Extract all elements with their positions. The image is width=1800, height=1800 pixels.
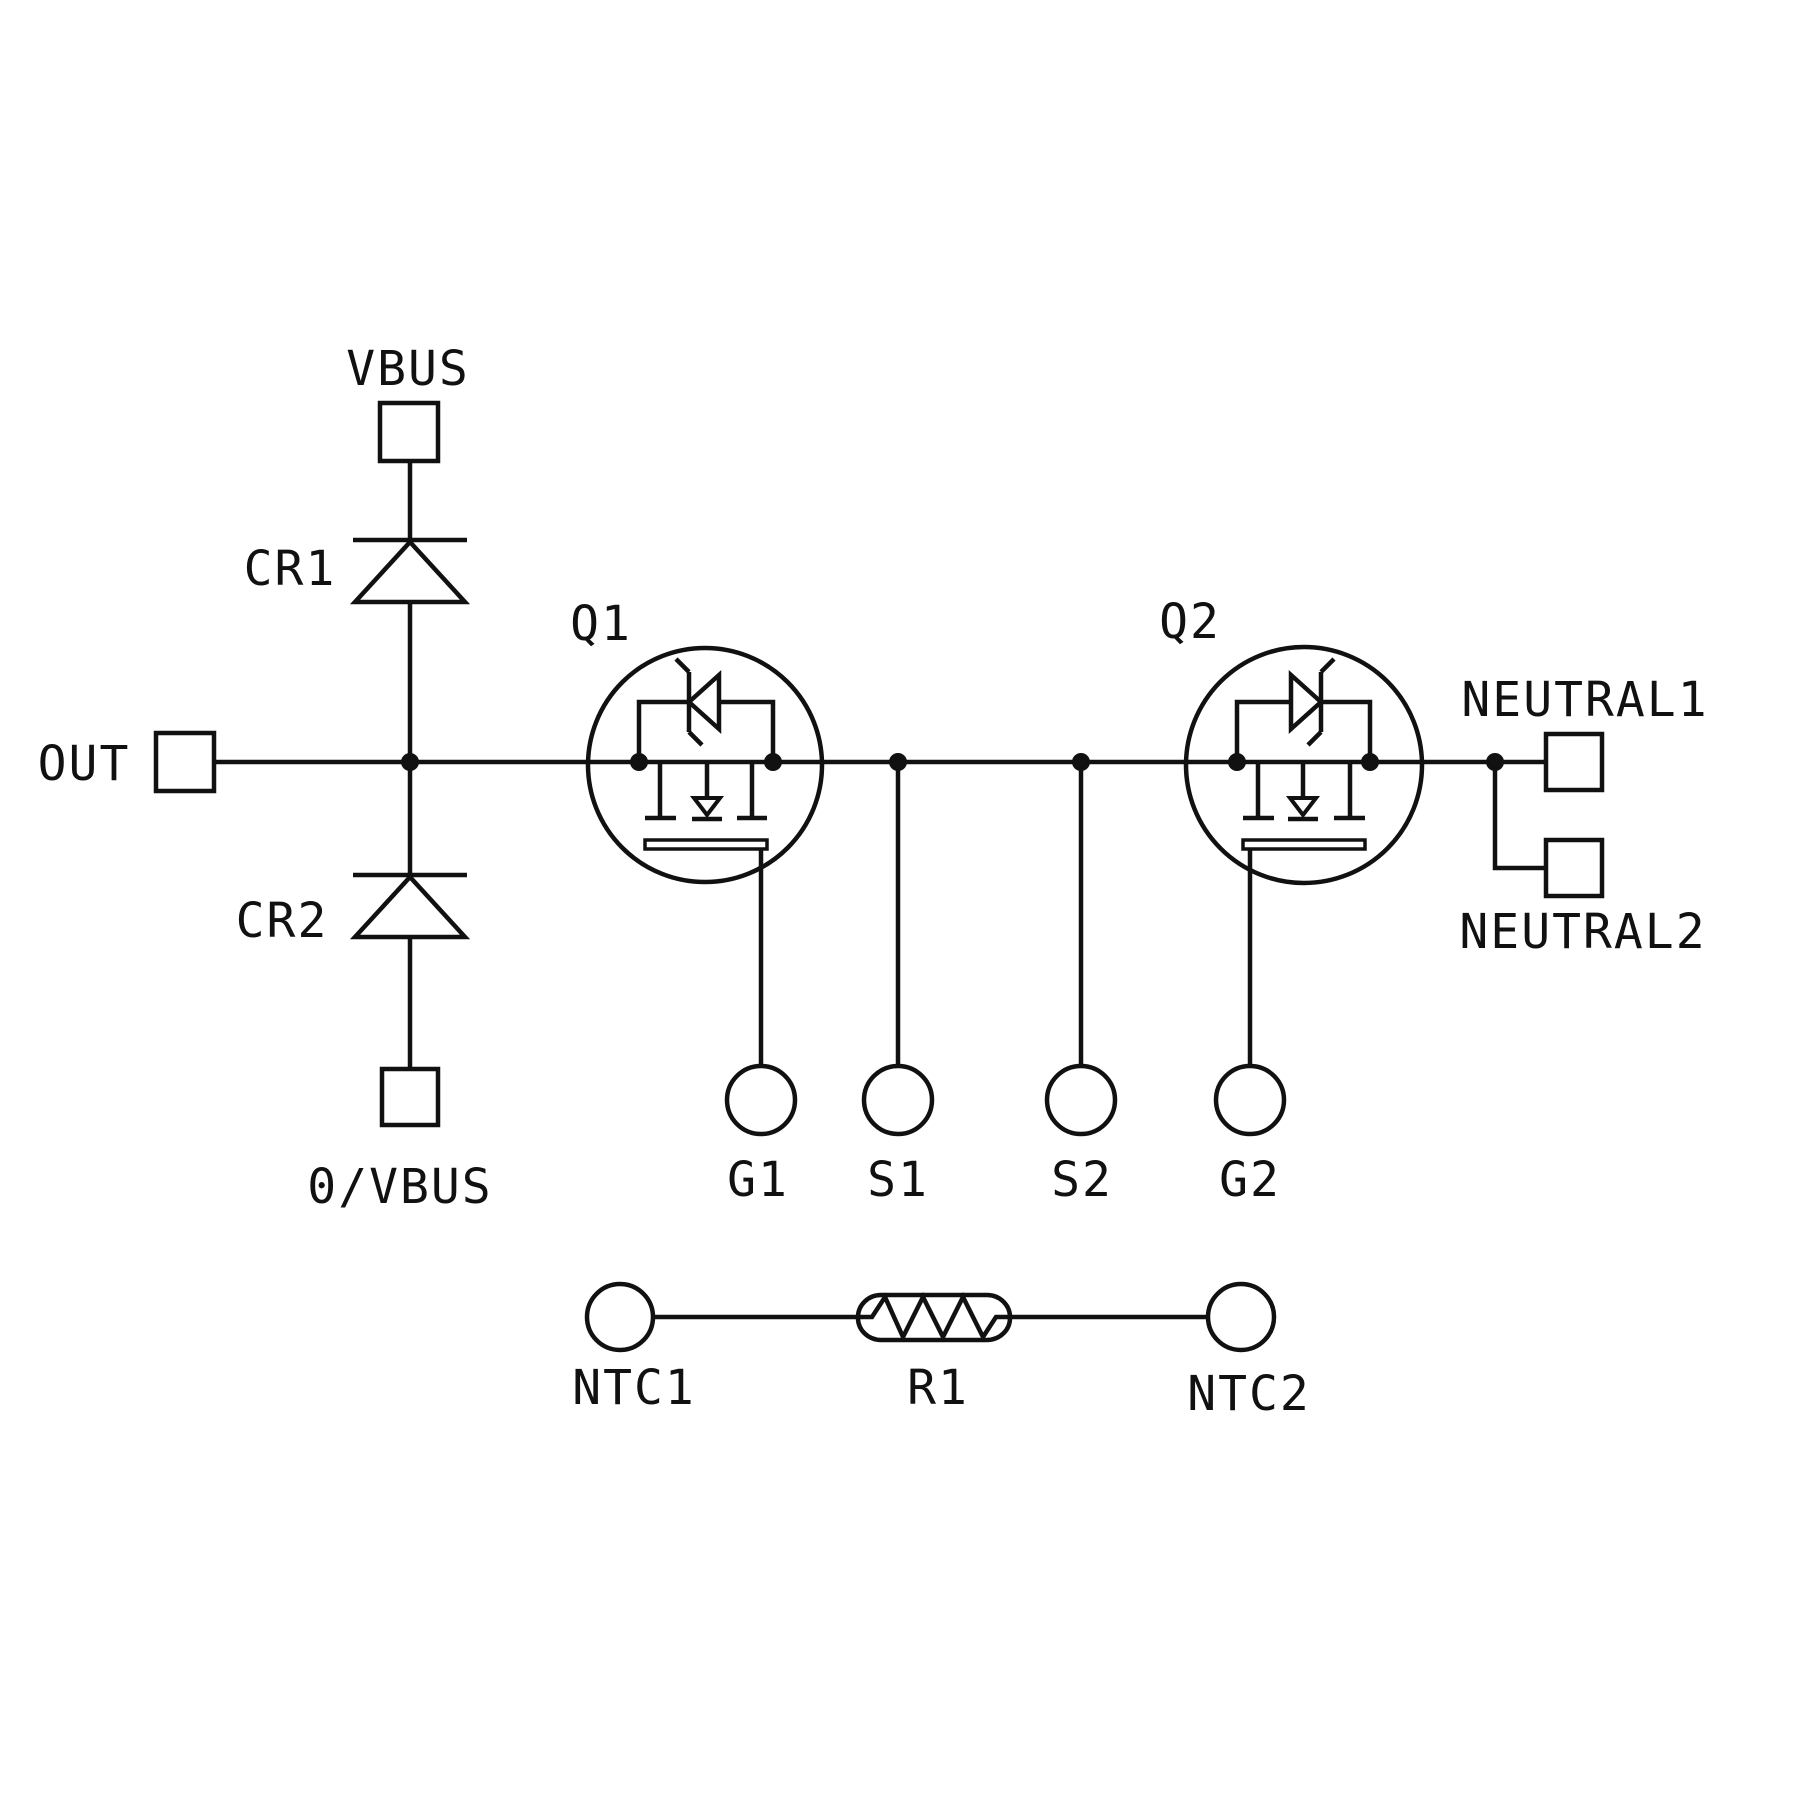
- label-vbus: VBUS: [346, 341, 470, 397]
- junction-cr-bus: [401, 753, 419, 771]
- label-r1: R1: [907, 1360, 969, 1416]
- junction-dots: [401, 753, 1504, 771]
- terminal-g2: [1213, 1063, 1287, 1137]
- q1-diode-left-leg: [636, 699, 689, 762]
- junction-s2: [1072, 753, 1090, 771]
- r1-zigzag: [858, 1291, 1010, 1343]
- square-terminals: [153, 400, 1605, 1128]
- labels: OUT VBUS CR1 CR2 0/VBUS Q1 Q2 NEUTRAL1 N…: [38, 341, 1708, 1422]
- q2-diode-right-leg: [1321, 699, 1373, 762]
- terminal-ntc2: [1205, 1281, 1277, 1353]
- terminal-neutral1: [1543, 731, 1605, 793]
- q1-body-arrow: [689, 796, 725, 819]
- q1-diode-triangle: [685, 669, 722, 735]
- q1-zener-tick-top: [674, 657, 691, 674]
- label-neutral2: NEUTRAL2: [1459, 904, 1706, 960]
- terminal-neutral2: [1543, 837, 1605, 899]
- label-ntc2: NTC2: [1187, 1366, 1311, 1422]
- label-ovbus: 0/VBUS: [307, 1159, 492, 1215]
- label-cr2: CR2: [236, 893, 329, 949]
- q2-diode-left-leg: [1234, 699, 1291, 762]
- terminal-ovbus: [379, 1066, 441, 1128]
- terminal-s2: [1044, 1063, 1118, 1137]
- label-q2: Q2: [1159, 594, 1221, 650]
- diode-cr1: [349, 537, 471, 605]
- label-neutral1: NEUTRAL1: [1461, 672, 1708, 728]
- label-out: OUT: [38, 736, 131, 792]
- label-s1: S1: [867, 1152, 929, 1208]
- label-q1: Q1: [570, 596, 632, 652]
- terminal-out: [153, 730, 217, 794]
- junction-q1-left: [630, 753, 648, 771]
- cr2-triangle: [349, 873, 471, 940]
- cr1-triangle: [349, 538, 471, 605]
- label-s2: S2: [1051, 1152, 1113, 1208]
- mosfet-q1: [585, 645, 825, 1066]
- terminal-vbus: [377, 400, 441, 464]
- q1-zener-tick-bottom: [687, 730, 704, 747]
- junction-q2-left: [1228, 753, 1246, 771]
- pin-terminals: [584, 1063, 1287, 1353]
- junction-q1-right: [764, 753, 782, 771]
- q2-zener-tick-bottom: [1306, 730, 1323, 747]
- q2-body-arrow: [1285, 796, 1321, 819]
- q2-zener-tick-top: [1319, 657, 1336, 674]
- junction-neutral: [1486, 753, 1504, 771]
- junction-s1: [889, 753, 907, 771]
- q2-body-circle: [1183, 644, 1425, 886]
- wire-neutral-branch: [1492, 762, 1546, 871]
- junction-q2-right: [1361, 753, 1379, 771]
- diode-cr2: [349, 872, 471, 940]
- terminal-s1: [861, 1063, 935, 1137]
- q1-diode-right-leg: [719, 699, 776, 762]
- resistor-r1: [855, 1291, 1013, 1343]
- label-ntc1: NTC1: [572, 1360, 696, 1416]
- label-g1: G1: [727, 1152, 789, 1208]
- mosfet-q2: [1183, 644, 1425, 1066]
- q2-gate-bar: [1241, 838, 1367, 851]
- wires: [213, 461, 1546, 1320]
- label-g2: G2: [1219, 1152, 1281, 1208]
- q1-gate-bar: [643, 838, 769, 851]
- label-cr1: CR1: [244, 541, 337, 597]
- q1-body-circle: [585, 645, 825, 885]
- terminal-ntc1: [584, 1281, 656, 1353]
- q2-diode-triangle: [1288, 669, 1325, 735]
- terminal-g1: [724, 1063, 798, 1137]
